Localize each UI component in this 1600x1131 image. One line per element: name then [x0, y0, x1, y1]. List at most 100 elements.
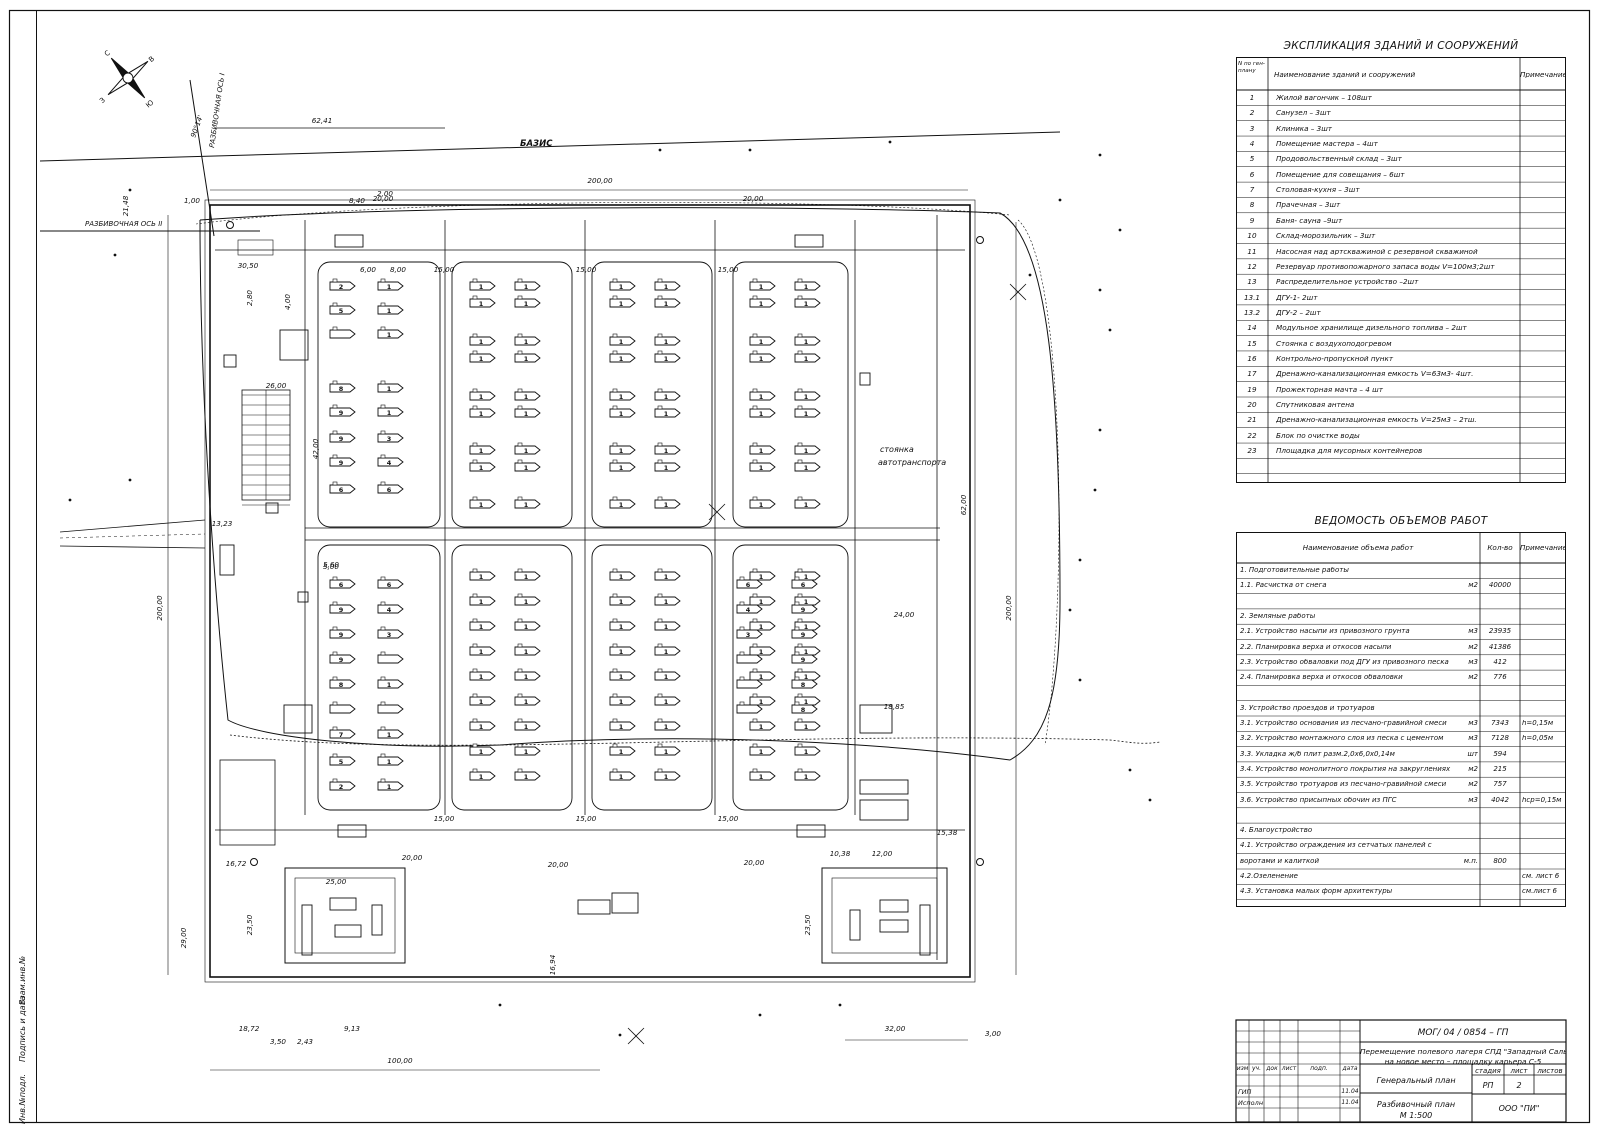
trailer-body	[749, 596, 776, 606]
angle-label: 90°14'	[189, 114, 204, 139]
trailer-porch	[739, 576, 745, 581]
sheet-value: 2	[1516, 1081, 1522, 1090]
expl-row-num: 16	[1247, 354, 1257, 363]
trailer-body	[329, 281, 356, 291]
trailer-porch	[657, 768, 663, 773]
vol-row-qty: 7128	[1491, 735, 1509, 743]
expl-row-num: 20	[1247, 401, 1257, 409]
trailer-body	[749, 408, 776, 418]
title-role: ГИП	[1238, 1088, 1252, 1096]
vol-row-qty: 757	[1493, 781, 1507, 789]
trailer-unit: 1	[469, 405, 496, 418]
trailer-number: 1	[479, 748, 484, 756]
trailer-porch	[752, 442, 758, 447]
trailer-porch	[380, 626, 386, 631]
trailer-unit: 1	[609, 743, 636, 756]
trailer-porch	[472, 593, 478, 598]
trailer-number: 1	[619, 648, 624, 656]
trailer-body	[654, 445, 681, 455]
trailer-porch	[657, 388, 663, 393]
trailer-body	[654, 281, 681, 291]
trailer-porch	[657, 593, 663, 598]
trailer-porch	[517, 668, 523, 673]
project-line-2: на новое место – площадку карьера С-5	[1384, 1057, 1542, 1066]
spot-elevation-2	[888, 140, 892, 144]
dimension-label-d-15b: 15,00	[576, 265, 597, 274]
trailer-unit: 3	[377, 430, 404, 443]
dimension-label-d-16-72: 16,72	[226, 859, 247, 868]
trailer-porch	[612, 496, 618, 501]
trailer-number: 1	[804, 573, 809, 581]
spot-elevation-9	[1093, 488, 1097, 492]
trailer-porch	[332, 380, 338, 385]
trailer-body	[377, 729, 404, 739]
trailer-body	[654, 621, 681, 631]
expl-row-num: 13	[1247, 278, 1257, 286]
trailer-number: 1	[479, 501, 484, 509]
expl-row-name: Резервуар противопожарного запаса воды V…	[1276, 262, 1495, 271]
trailer-number: 1	[759, 648, 764, 656]
vol-header-qty: Кол-во	[1487, 544, 1513, 552]
vol-row-name: 3.4. Устройство монолитного покрытия на …	[1240, 765, 1451, 773]
dimension-label-d-13-23: 13,23	[212, 519, 233, 528]
trailer-porch	[794, 626, 800, 631]
trailer-body	[654, 336, 681, 346]
pump-11	[577, 899, 611, 915]
trailer-number: 9	[801, 631, 806, 639]
trailer-unit: 8	[329, 676, 356, 689]
trailer-porch	[517, 643, 523, 648]
trailer-porch	[472, 405, 478, 410]
title-role-date: 11.04	[1341, 1099, 1359, 1106]
vol-row-name: 4. Благоустройство	[1240, 827, 1313, 835]
tank-21-left	[223, 354, 237, 368]
company-name: ООО "ПИ"	[1498, 1104, 1540, 1113]
trailer-porch	[752, 643, 758, 648]
trailer-unit: 1	[654, 295, 681, 308]
trailer-number: 1	[524, 355, 529, 363]
expl-row-num: 3	[1249, 124, 1255, 132]
trailer-porch	[797, 295, 803, 300]
vol-row-name: 2.1. Устройство насыпи из привозного гру…	[1240, 628, 1410, 636]
trailer-body	[736, 629, 763, 639]
trailer-number: 9	[801, 656, 806, 664]
trailer-porch	[380, 430, 386, 435]
trailer-number: 1	[619, 598, 624, 606]
trailer-unit: 1	[794, 350, 821, 363]
trailer-body	[749, 696, 776, 706]
trailer-body	[514, 391, 541, 401]
trailer-porch	[517, 333, 523, 338]
trailer-body	[609, 462, 636, 472]
trailer-porch	[739, 701, 745, 706]
trailer-porch	[657, 743, 663, 748]
dimension-label-d-15c: 15,00	[718, 265, 739, 274]
expl-row-num: 7	[1249, 186, 1255, 194]
dimension-label-d-2-00: 2,00	[377, 189, 393, 198]
trailer-body	[794, 462, 821, 472]
trailer-unit: 1	[514, 333, 541, 346]
trailer-number: 1	[664, 355, 669, 363]
trailer-porch	[612, 718, 618, 723]
trailer-number: 4	[387, 606, 392, 614]
trailer-porch	[797, 278, 803, 283]
trailer-porch	[380, 701, 386, 706]
trailer-number: 1	[619, 410, 624, 418]
expl-row-num: 4	[1249, 140, 1255, 148]
trailer-unit: 6	[329, 576, 356, 589]
trailer-number: 1	[524, 393, 529, 401]
dgu-compound-left	[284, 867, 406, 964]
trailer-unit: 1	[654, 442, 681, 455]
fire-tank-12b	[859, 779, 909, 795]
trailer-number: 1	[664, 573, 669, 581]
vol-row-unit: м2	[1468, 674, 1478, 682]
expl-row-num: 19	[1247, 385, 1257, 393]
vol-row-unit: шт	[1467, 750, 1478, 758]
trailer-porch	[380, 601, 386, 606]
trailer-body	[791, 604, 818, 614]
expl-row-name: ДГУ-2 – 2шт	[1276, 308, 1321, 317]
access-road	[59, 519, 206, 549]
trailer-body	[794, 298, 821, 308]
trailer-porch	[657, 618, 663, 623]
trailer-body	[377, 679, 404, 689]
trailer-body	[609, 621, 636, 631]
